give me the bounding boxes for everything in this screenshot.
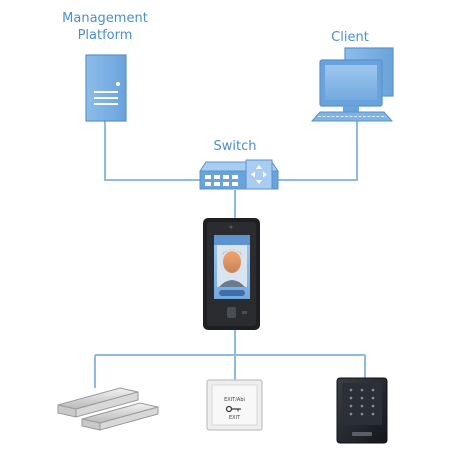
face-recognition-terminal-icon [203,218,260,330]
exit-button-icon: EXIT/Abi EXIT [206,379,263,431]
desktop-computer-icon [310,47,394,122]
card-reader-icon [336,377,388,444]
exit-button-text-top: EXIT/Abi [224,397,245,403]
magnetic-lock-icon [57,387,159,431]
server-tower-icon [85,54,127,122]
management-platform-label-line2: Platform [77,28,133,43]
management-platform-label: Management Platform [40,10,170,44]
client-to-switch-link [275,120,358,181]
client-label: Client [331,30,369,45]
platform-to-switch-link [104,120,200,181]
management-platform-label-line1: Management [62,11,148,26]
connector-lines [94,120,366,388]
exit-button-text-bottom: EXIT [229,415,241,421]
network-switch-icon [199,159,279,190]
switch-label: Switch [213,139,257,154]
